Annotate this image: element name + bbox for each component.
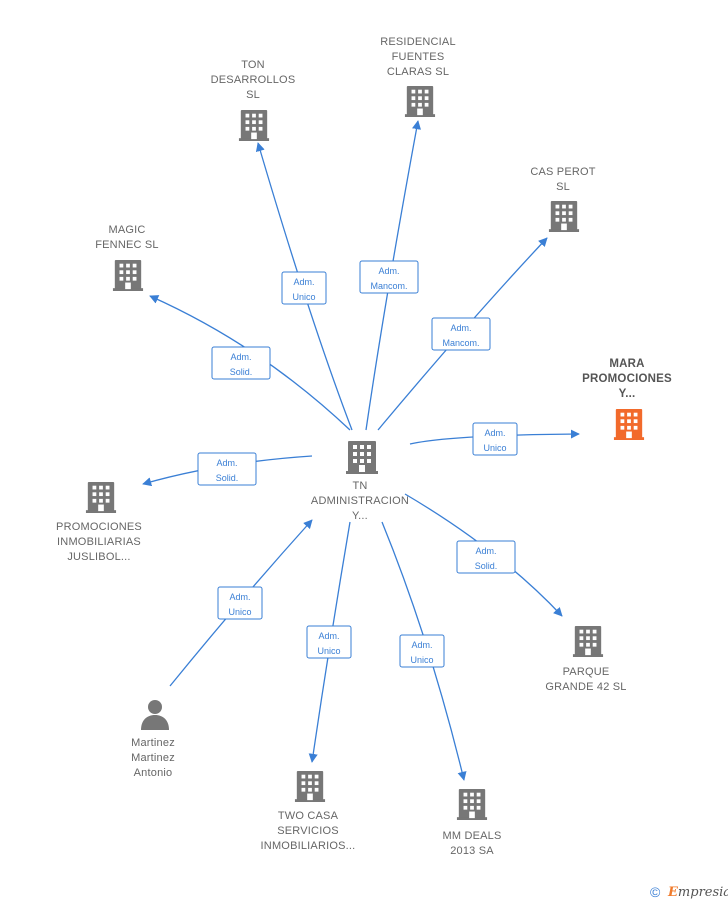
building-icon[interactable]	[456, 788, 488, 820]
building-icon[interactable]	[112, 259, 144, 291]
node-label: CAS PEROT	[530, 166, 595, 178]
edge-badge-text: Mancom.	[370, 281, 407, 291]
node-label: PROMOCIONES	[582, 373, 672, 385]
edge-badge-twocasa: Adm. Unico	[306, 625, 352, 659]
brand-rest: mpresia	[677, 885, 728, 900]
edge-badge-text: Unico	[292, 292, 315, 302]
edge-badge-text: Adm.	[293, 277, 314, 287]
node-mmdeals[interactable]: MM DEALS 2013 SA	[442, 788, 501, 857]
node-label: DESARROLLOS	[211, 74, 296, 86]
node-label: Y...	[352, 510, 368, 522]
node-tn[interactable]: TN ADMINISTRACION Y...	[311, 441, 409, 522]
building-icon[interactable]	[85, 481, 117, 513]
edge-badge-residencial: Adm. Mancom.	[359, 260, 419, 294]
building-icon[interactable]	[613, 408, 645, 440]
node-label: SL	[246, 89, 260, 101]
building-icon[interactable]	[238, 109, 270, 141]
node-label: JUSLIBOL...	[67, 551, 130, 563]
edge-badge-text: Adm.	[216, 458, 237, 468]
node-label: TN	[352, 480, 367, 492]
node-label: MARA	[609, 358, 644, 370]
edge-badge-text: Solid.	[230, 367, 253, 377]
edge-badge-text: Adm.	[318, 631, 339, 641]
edge-badge-magic: Adm. Solid.	[211, 346, 271, 380]
node-label: INMOBILIARIAS	[57, 536, 141, 548]
node-label: GRANDE 42 SL	[545, 681, 626, 693]
node-label: SERVICIOS	[277, 825, 339, 837]
node-twocasa[interactable]: TWO CASA SERVICIOS INMOBILIARIOS...	[261, 770, 356, 852]
node-promociones[interactable]: PROMOCIONES INMOBILIARIAS JUSLIBOL...	[56, 481, 142, 563]
edge-badge-text: Solid.	[216, 473, 239, 483]
edge-badge-martinez: Adm. Unico	[217, 586, 263, 620]
node-label: PROMOCIONES	[56, 521, 142, 533]
building-icon[interactable]	[346, 441, 378, 474]
edge-badge-text: Unico	[483, 443, 506, 453]
edge-badge-text: Adm.	[378, 266, 399, 276]
node-label: MM DEALS	[442, 830, 501, 842]
node-casperot[interactable]: CAS PEROT SL	[530, 166, 596, 232]
brand-initial: E	[668, 885, 678, 900]
node-label: RESIDENCIAL	[380, 36, 456, 48]
node-label: FUENTES	[392, 51, 445, 63]
node-mara[interactable]: MARA PROMOCIONES Y...	[582, 358, 672, 440]
building-icon[interactable]	[572, 625, 604, 657]
node-label: FENNEC SL	[95, 239, 159, 251]
building-icon[interactable]	[548, 200, 580, 232]
edge-badge-mmdeals: Adm. Unico	[399, 634, 445, 668]
node-label: Martinez	[131, 752, 175, 764]
edge-badge-text: Unico	[228, 607, 251, 617]
node-label: TON	[241, 59, 265, 71]
node-label: SL	[556, 181, 570, 193]
node-label: PARQUE	[563, 666, 610, 678]
node-magic[interactable]: MAGIC FENNEC SL	[95, 224, 159, 291]
edge-badge-text: Adm.	[229, 592, 250, 602]
node-label: 2013 SA	[450, 845, 494, 857]
node-label: TWO CASA	[278, 810, 339, 822]
empresia-logo: Empresia	[668, 885, 728, 900]
edge-badge-parque: Adm. Solid.	[456, 540, 516, 574]
edge-badge-text: Unico	[410, 655, 433, 665]
edge-badge-text: Adm.	[484, 428, 505, 438]
node-ton[interactable]: TON DESARROLLOS SL	[211, 59, 296, 141]
edge-badge-ton: Adm. Unico	[281, 271, 327, 305]
edge-badge-text: Adm.	[450, 323, 471, 333]
edge-badge-mara: Adm. Unico	[472, 422, 518, 456]
edge-badge-text: Adm.	[411, 640, 432, 650]
node-residencial[interactable]: RESIDENCIAL FUENTES CLARAS SL	[380, 36, 456, 117]
edge-badge-promociones: Adm. Solid.	[197, 452, 257, 486]
edge-mara	[409, 429, 580, 445]
person-icon[interactable]	[141, 700, 169, 730]
node-parque[interactable]: PARQUE GRANDE 42 SL	[545, 625, 626, 693]
edge-badge-text: Unico	[317, 646, 340, 656]
copyright-icon: ©	[650, 884, 661, 900]
node-label: CLARAS SL	[387, 66, 449, 78]
node-label: INMOBILIARIOS...	[261, 840, 356, 852]
node-label: Antonio	[134, 767, 173, 779]
node-label: Y...	[619, 388, 636, 400]
edge-badge-text: Adm.	[230, 352, 251, 362]
edge-badge-text: Mancom.	[442, 338, 479, 348]
edge-badge-text: Adm.	[475, 546, 496, 556]
edge-badge-casperot: Adm. Mancom.	[431, 317, 491, 351]
building-icon[interactable]	[404, 85, 436, 117]
node-label: Martinez	[131, 737, 175, 749]
edge-badge-text: Solid.	[475, 561, 498, 571]
node-label: MAGIC	[108, 224, 145, 236]
node-label: ADMINISTRACION	[311, 495, 409, 507]
building-icon[interactable]	[294, 770, 326, 802]
